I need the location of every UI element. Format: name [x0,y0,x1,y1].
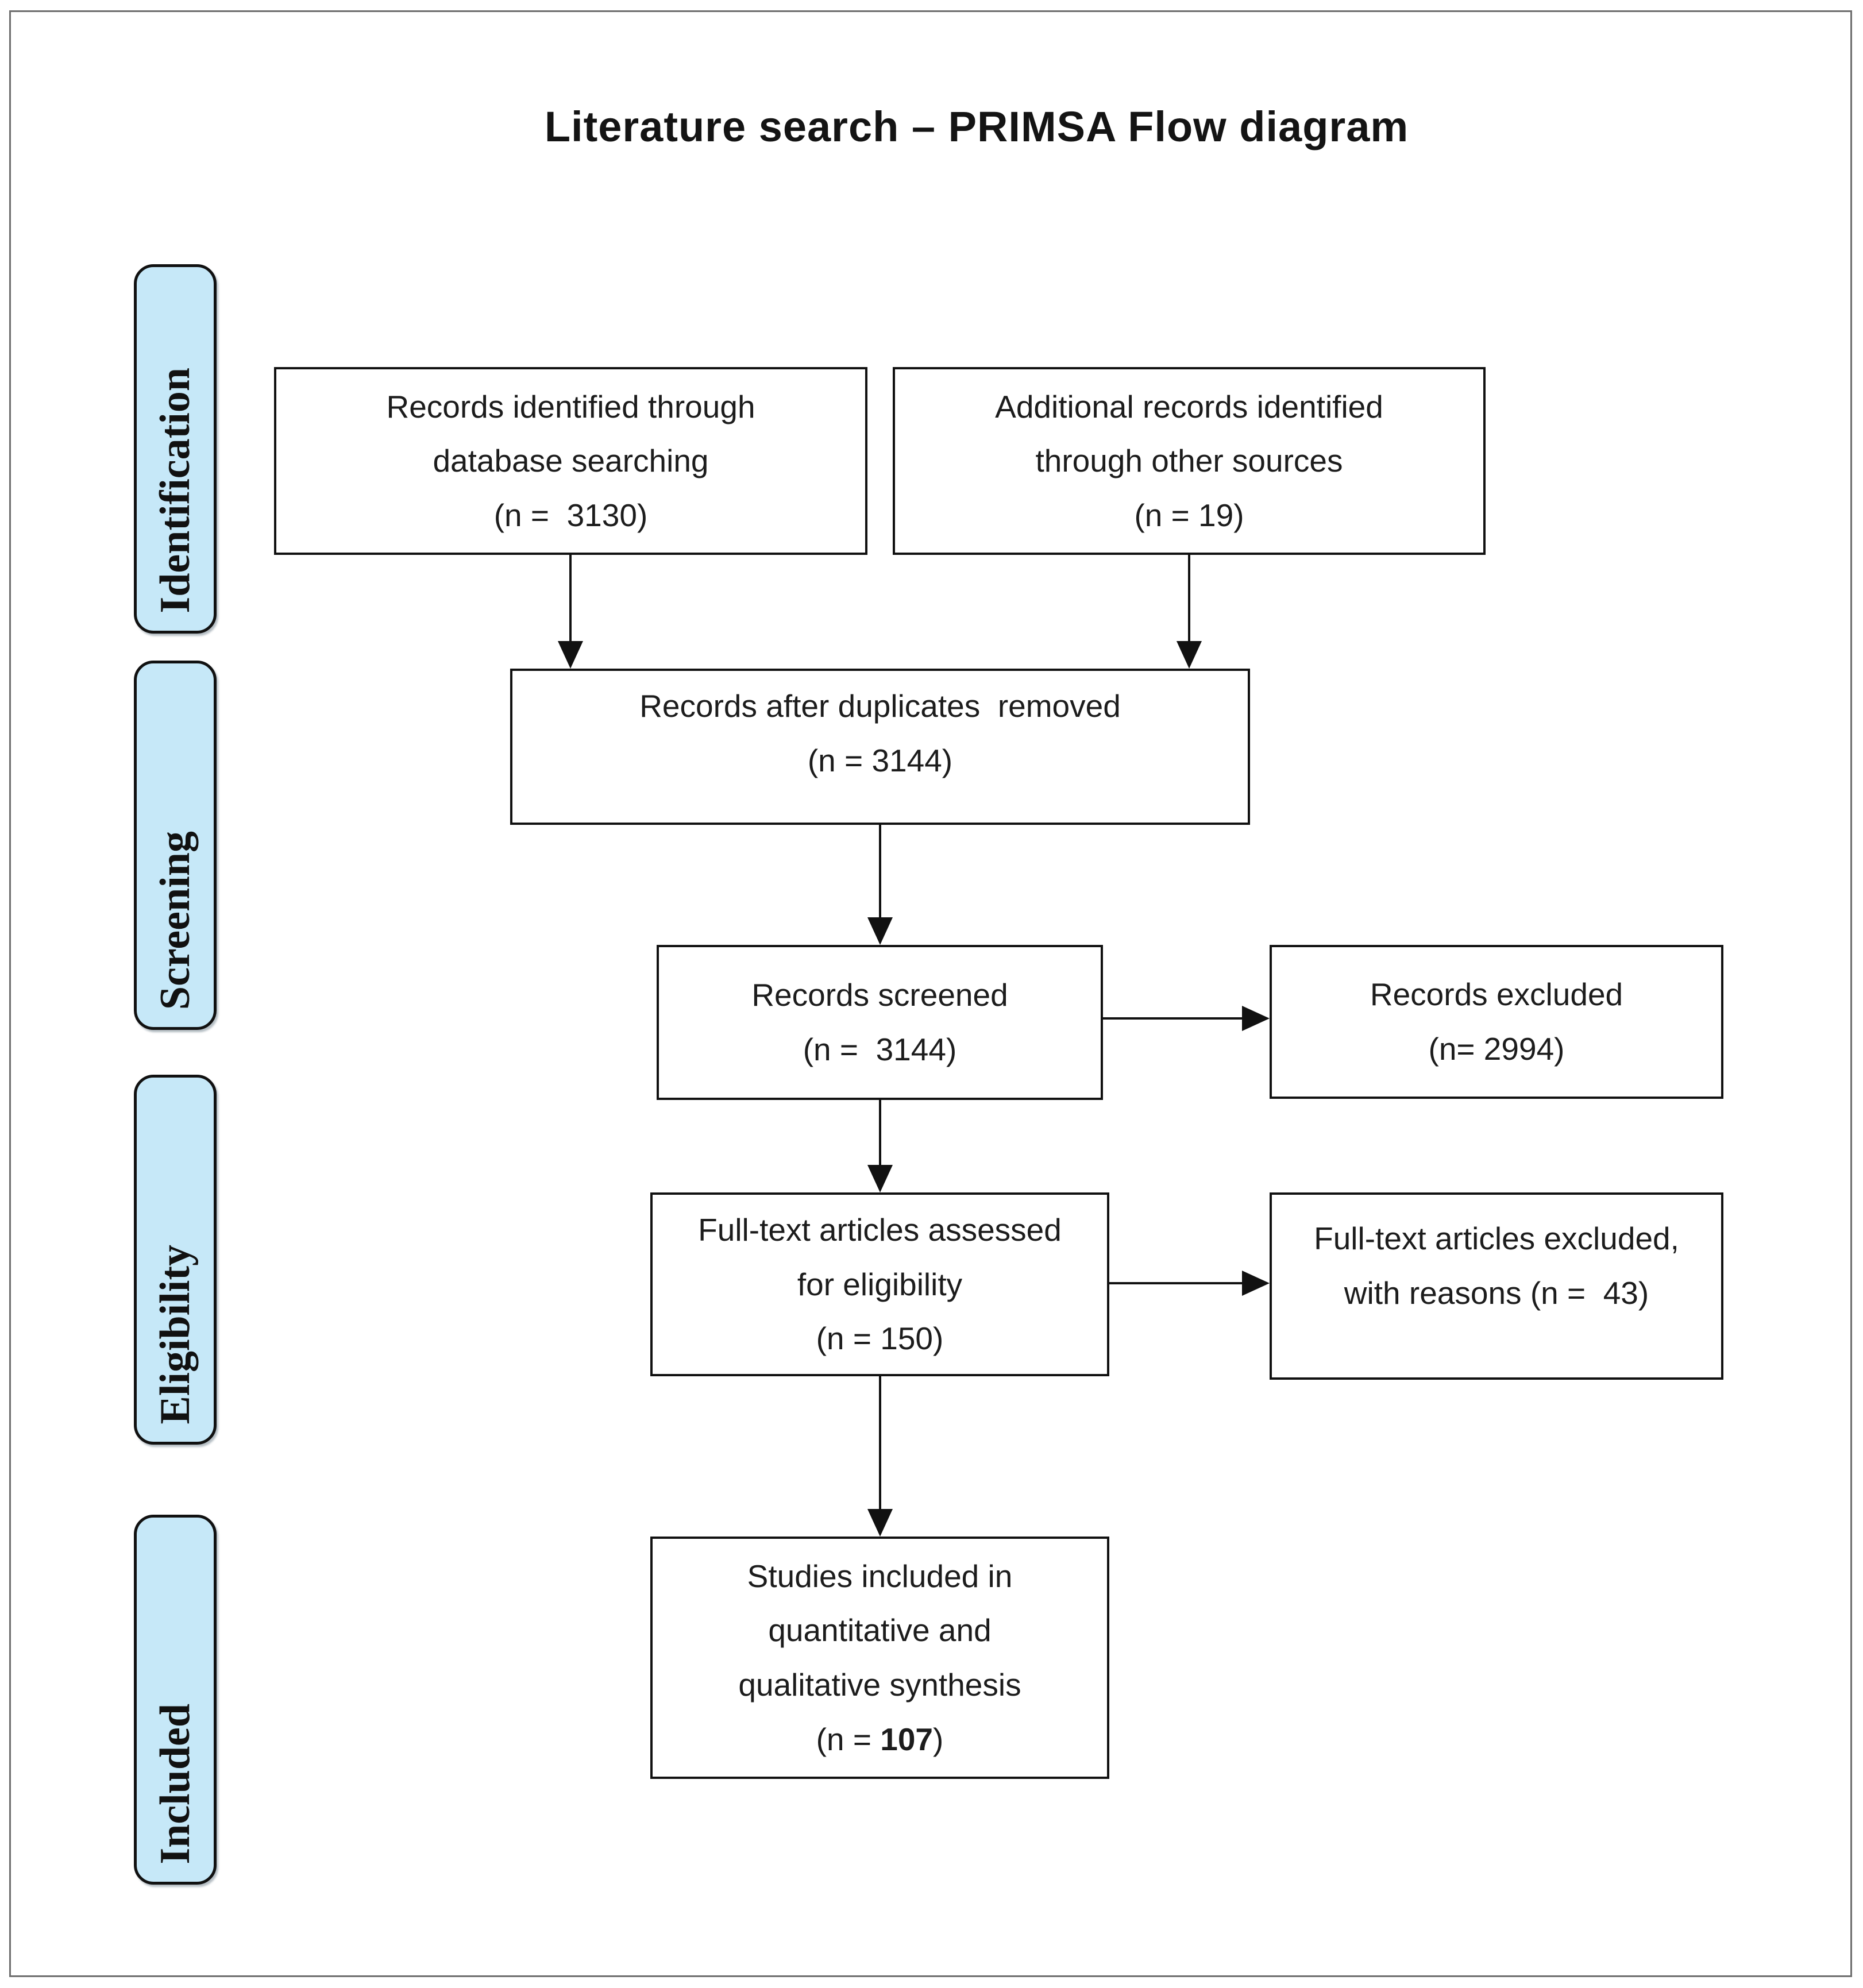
box-text-line: Records screened [751,977,1008,1013]
arrow-screened-to-excluded [1103,1006,1270,1031]
stage-label-included: Included [134,1515,217,1885]
n-prefix: (n = [816,1721,881,1757]
arrow-fulltext-to-included [867,1376,893,1537]
box-records-identified: Records identified through database sear… [274,367,867,555]
box-text-line: (n = 3144) [803,1032,957,1067]
arrow-head-down-icon [867,1509,893,1537]
arrow-additional-to-deduplicated [1177,555,1202,669]
arrow-head-down-icon [1177,641,1202,669]
n-suffix: ) [933,1721,944,1757]
arrow-shaft [1188,555,1190,642]
box-text-line: Studies included in [747,1558,1013,1594]
stage-label-included-text: Included [151,1704,199,1865]
box-text-line: (n= 2994) [1428,1031,1565,1067]
box-text-line: Full-text articles excluded, [1314,1221,1679,1257]
arrow-head-down-icon [867,917,893,945]
box-text-line: qualitative synthesis [738,1667,1021,1703]
box-text-line: Records excluded [1370,976,1623,1013]
diagram-title: Literature search – PRIMSA Flow diagram [544,103,1409,150]
arrow-shaft [569,555,572,642]
arrow-identified-to-deduplicated [558,555,583,669]
box-records-excluded: Records excluded (n= 2994) [1270,945,1723,1099]
arrow-head-down-icon [558,641,583,669]
arrow-shaft [879,825,881,918]
box-text-line: database searching [433,443,709,479]
arrow-head-down-icon [867,1165,893,1192]
box-text-line-n-count: (n = 107) [816,1712,944,1767]
box-studies-included: Studies included in quantitative and qua… [650,1537,1109,1779]
box-records-screened: Records screened (n = 3144) [657,945,1103,1100]
box-text-line: Additional records identified [995,388,1383,424]
stage-label-identification: Identification [134,264,217,634]
box-additional-records: Additional records identified through ot… [893,367,1486,555]
box-records-deduplicated: Records after duplicates removed (n = 31… [510,669,1250,825]
box-text-line: (n = 150) [816,1321,944,1357]
box-text-line: Full-text articles assessed [698,1212,1062,1248]
stage-label-identification-text: Identification [151,368,199,613]
stage-label-eligibility: Eligibility [134,1075,217,1445]
box-text-line: (n = 3144) [807,743,953,778]
arrow-head-right-icon [1242,1271,1270,1296]
box-fulltext-excluded: Full-text articles excluded, with reason… [1270,1192,1723,1380]
stage-label-screening: Screening [134,661,217,1030]
stage-label-screening-text: Screening [151,831,199,1010]
box-text-line: (n = 19) [1134,497,1244,533]
arrow-shaft [879,1376,881,1510]
box-text-line: Records after duplicates removed [639,688,1121,724]
box-text-line: through other sources [1035,443,1343,479]
arrow-shaft [1109,1282,1243,1284]
box-text-line: with reasons (n = 43) [1344,1275,1649,1311]
arrow-deduplicated-to-screened [867,825,893,945]
arrow-shaft [1103,1017,1243,1020]
stage-label-eligibility-text: Eligibility [151,1245,199,1425]
n-value: 107 [880,1721,934,1757]
arrow-head-right-icon [1242,1006,1270,1031]
arrow-fulltext-to-excluded [1109,1271,1270,1296]
box-text-line: (n = 3130) [493,497,648,533]
arrow-screened-to-fulltext [867,1100,893,1192]
box-fulltext-assessed: Full-text articles assessed for eligibil… [650,1192,1109,1376]
box-text-line: quantitative and [768,1612,992,1649]
box-text-line: for eligibility [797,1266,963,1302]
arrow-shaft [879,1100,881,1166]
box-text-line: Records identified through [386,388,755,424]
